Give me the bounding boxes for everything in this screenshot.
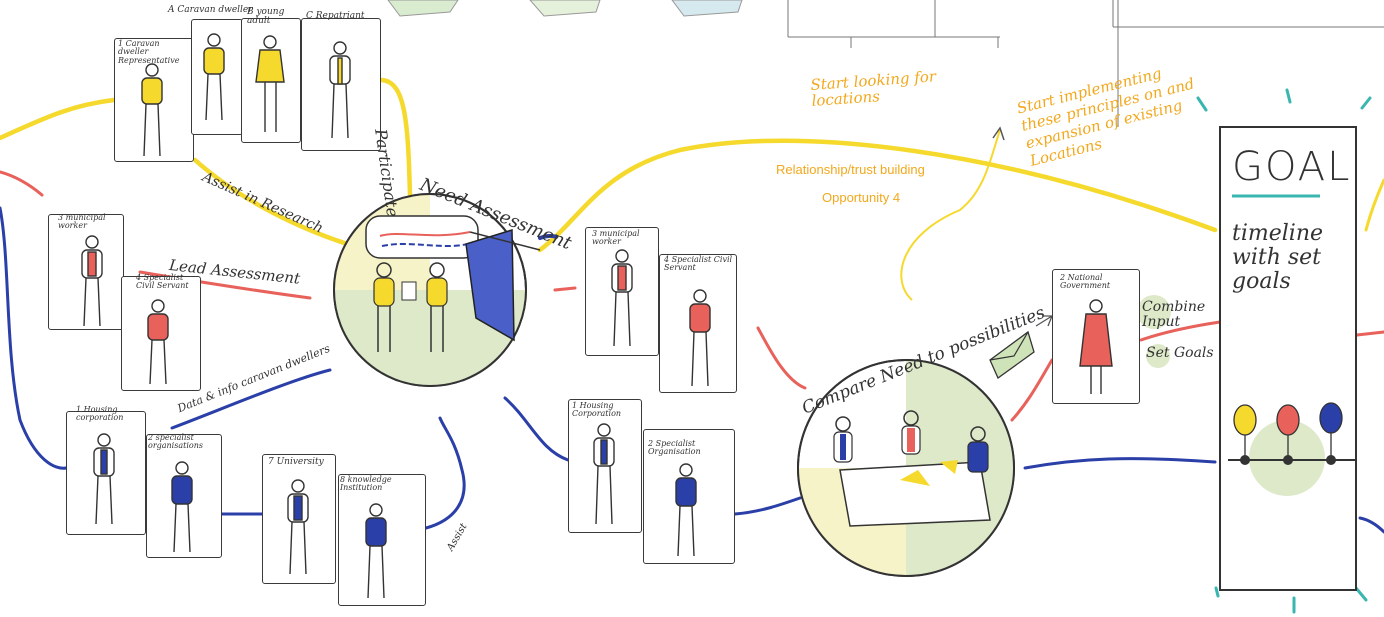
- actor-card-young-adult: [241, 18, 301, 143]
- label-repatriant: C Repatriant: [306, 11, 365, 21]
- goal-column: [1219, 126, 1357, 591]
- actor-card-knowledge-institution: [338, 474, 426, 606]
- label-opportunity: Opportunity 4: [822, 190, 901, 205]
- actor-card-specialist-left: [121, 276, 201, 391]
- blue-links: [0, 206, 1384, 534]
- label-housing-left: 1 Housing corporation: [76, 405, 124, 423]
- actor-card-organisations-left: [146, 434, 222, 558]
- label-caravan-representative: 1 Caravan dweller Representative: [118, 39, 180, 65]
- need-assessment-circle: [333, 193, 541, 387]
- label-national-government: 2 National Government: [1060, 273, 1111, 291]
- actor-card-housing-left: [66, 411, 146, 535]
- goal-timeline-text: timeline with set goals: [1232, 221, 1324, 295]
- label-municipal-worker-left: 3 municipal worker: [58, 213, 106, 231]
- label-knowledge-institution: 8 knowledge Institution: [340, 475, 392, 493]
- compare-circle: [797, 359, 1015, 577]
- actor-card-specialist-right: [659, 254, 737, 393]
- top-thumbnails: [387, 0, 743, 17]
- goal-rays: [1196, 88, 1372, 614]
- implement-arrow: [900, 129, 1001, 301]
- label-municipal-worker-right: 3 municipal worker: [592, 229, 640, 247]
- label-specialist-left: 4 Specialist Civil Servant: [136, 273, 189, 291]
- label-organisation-right: 2 Specialist Organisation: [648, 439, 701, 457]
- label-caravan-dweller: A Caravan dweller: [168, 5, 253, 15]
- actor-card-caravan-dweller: [191, 19, 243, 135]
- frame-lines: [787, 0, 1384, 127]
- goal-title: GOAL: [1232, 144, 1352, 190]
- actor-card-municipal-worker-left: [48, 214, 124, 330]
- label-relationship: Relationship/trust building: [776, 162, 925, 177]
- label-specialist-right: 4 Specialist Civil Servant: [664, 255, 733, 273]
- label-university: 7 University: [268, 457, 324, 467]
- actor-card-repatriant: [301, 18, 381, 151]
- actor-card-housing-right: [568, 399, 642, 533]
- label-organisations-left: 2 specialist organisations: [148, 433, 203, 451]
- red-links: [0, 170, 1384, 422]
- label-combine-input: Combine Input: [1142, 299, 1206, 330]
- envelope-icon: [989, 315, 1053, 379]
- label-young-adult: B young adult: [247, 7, 285, 27]
- actor-card-university: [262, 454, 336, 584]
- yellow-links: [0, 77, 1384, 253]
- label-housing-right: 1 Housing Corporation: [572, 401, 622, 419]
- label-set-goals: Set Goals: [1146, 345, 1214, 361]
